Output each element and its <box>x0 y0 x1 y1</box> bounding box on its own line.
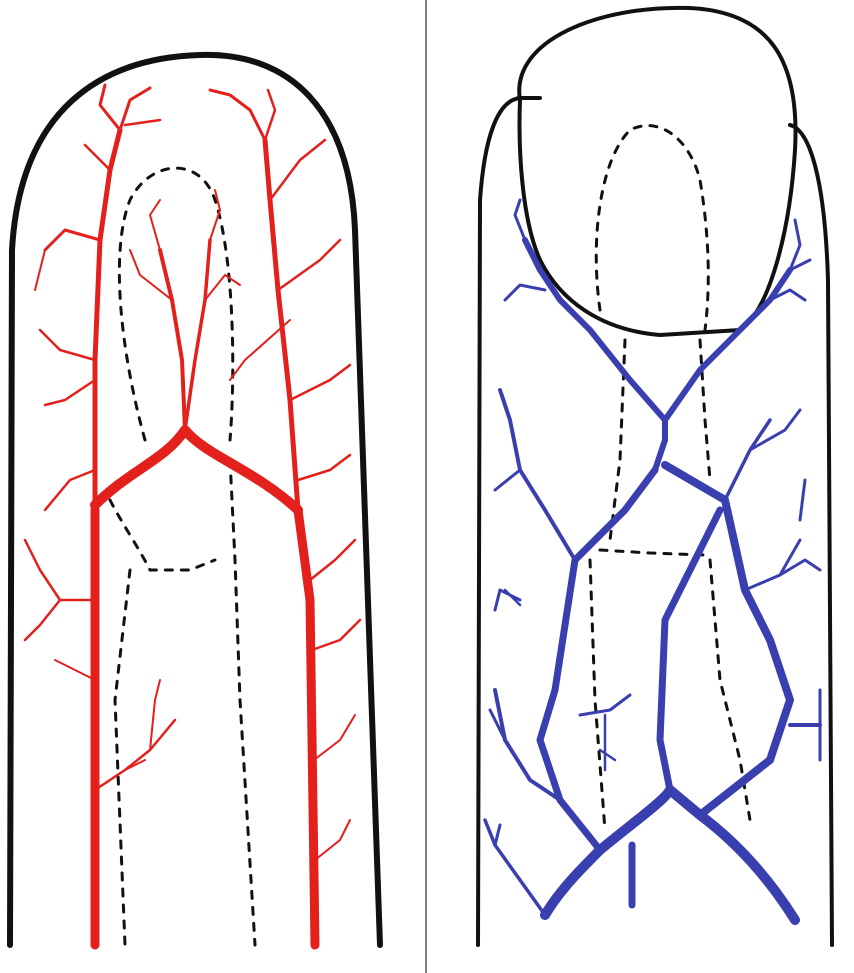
right-bone-outline <box>590 126 750 830</box>
left-radial-digital-artery <box>298 510 315 945</box>
left-finger-outline <box>10 55 380 945</box>
right-radial-venous-trunk <box>670 790 795 920</box>
right-venous-network <box>485 200 820 920</box>
right-nail-plate <box>519 8 795 335</box>
left-bone-outline <box>110 168 255 945</box>
left-panel-arteries <box>10 55 380 945</box>
left-distal-arterial-arch <box>95 430 298 510</box>
right-panel-veins <box>478 8 832 945</box>
right-finger-outline-radial <box>790 125 832 945</box>
left-arterial-network <box>25 85 360 945</box>
